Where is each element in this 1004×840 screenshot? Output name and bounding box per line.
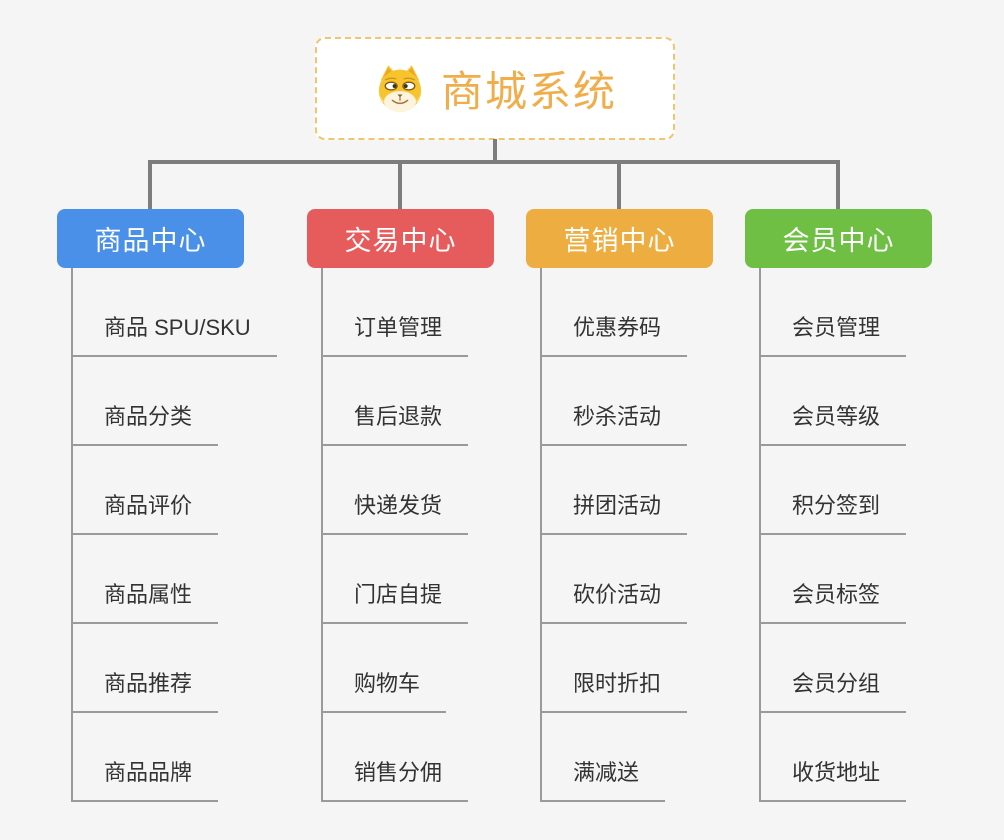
branch-label: 商品中心 bbox=[94, 226, 207, 256]
connector-drop-products bbox=[148, 160, 152, 210]
leaf-node[interactable]: 商品推荐 bbox=[71, 665, 219, 713]
leaf-node[interactable]: 限时折扣 bbox=[540, 665, 688, 713]
connector-root-stem bbox=[493, 139, 497, 164]
branch-spine-members bbox=[759, 268, 761, 802]
leaf-node[interactable]: 砍价活动 bbox=[540, 576, 688, 624]
leaf-node[interactable]: 商品评价 bbox=[71, 487, 219, 535]
leaf-node[interactable]: 满减送 bbox=[540, 754, 666, 802]
branch-node-members[interactable]: 会员中心 bbox=[745, 209, 932, 268]
leaf-node[interactable]: 订单管理 bbox=[321, 309, 469, 357]
leaf-node[interactable]: 秒杀活动 bbox=[540, 398, 688, 446]
branch-label: 交易中心 bbox=[344, 226, 457, 256]
leaf-node[interactable]: 销售分佣 bbox=[321, 754, 469, 802]
leaf-node[interactable]: 积分签到 bbox=[759, 487, 907, 535]
branch-label: 会员中心 bbox=[782, 226, 895, 256]
branch-node-products[interactable]: 商品中心 bbox=[57, 209, 244, 268]
branch-node-trade[interactable]: 交易中心 bbox=[307, 209, 494, 268]
connector-horizontal-bar bbox=[148, 160, 840, 164]
connector-drop-trade bbox=[398, 160, 402, 210]
branch-label: 营销中心 bbox=[563, 226, 676, 256]
leaf-node[interactable]: 商品分类 bbox=[71, 398, 219, 446]
root-node[interactable]: 商城系统 bbox=[315, 37, 675, 140]
leaf-node[interactable]: 会员等级 bbox=[759, 398, 907, 446]
connector-drop-marketing bbox=[617, 160, 621, 210]
leaf-node[interactable]: 会员管理 bbox=[759, 309, 907, 357]
leaf-node[interactable]: 商品品牌 bbox=[71, 754, 219, 802]
leaf-node[interactable]: 门店自提 bbox=[321, 576, 469, 624]
branch-spine-products bbox=[71, 268, 73, 802]
connector-drop-members bbox=[836, 160, 840, 210]
branch-spine-trade bbox=[321, 268, 323, 802]
leaf-node[interactable]: 拼团活动 bbox=[540, 487, 688, 535]
leaf-node[interactable]: 会员分组 bbox=[759, 665, 907, 713]
leaf-node[interactable]: 售后退款 bbox=[321, 398, 469, 446]
branch-node-marketing[interactable]: 营销中心 bbox=[526, 209, 713, 268]
root-title: 商城系统 bbox=[440, 68, 617, 115]
leaf-node[interactable]: 收货地址 bbox=[759, 754, 907, 802]
leaf-node[interactable]: 商品 SPU/SKU bbox=[71, 309, 277, 357]
leaf-node[interactable]: 会员标签 bbox=[759, 576, 907, 624]
leaf-node[interactable]: 优惠券码 bbox=[540, 309, 688, 357]
leaf-node[interactable]: 快递发货 bbox=[321, 487, 469, 535]
doge-icon bbox=[373, 62, 427, 116]
branch-spine-marketing bbox=[540, 268, 542, 802]
leaf-node[interactable]: 购物车 bbox=[321, 665, 447, 713]
leaf-node[interactable]: 商品属性 bbox=[71, 576, 219, 624]
